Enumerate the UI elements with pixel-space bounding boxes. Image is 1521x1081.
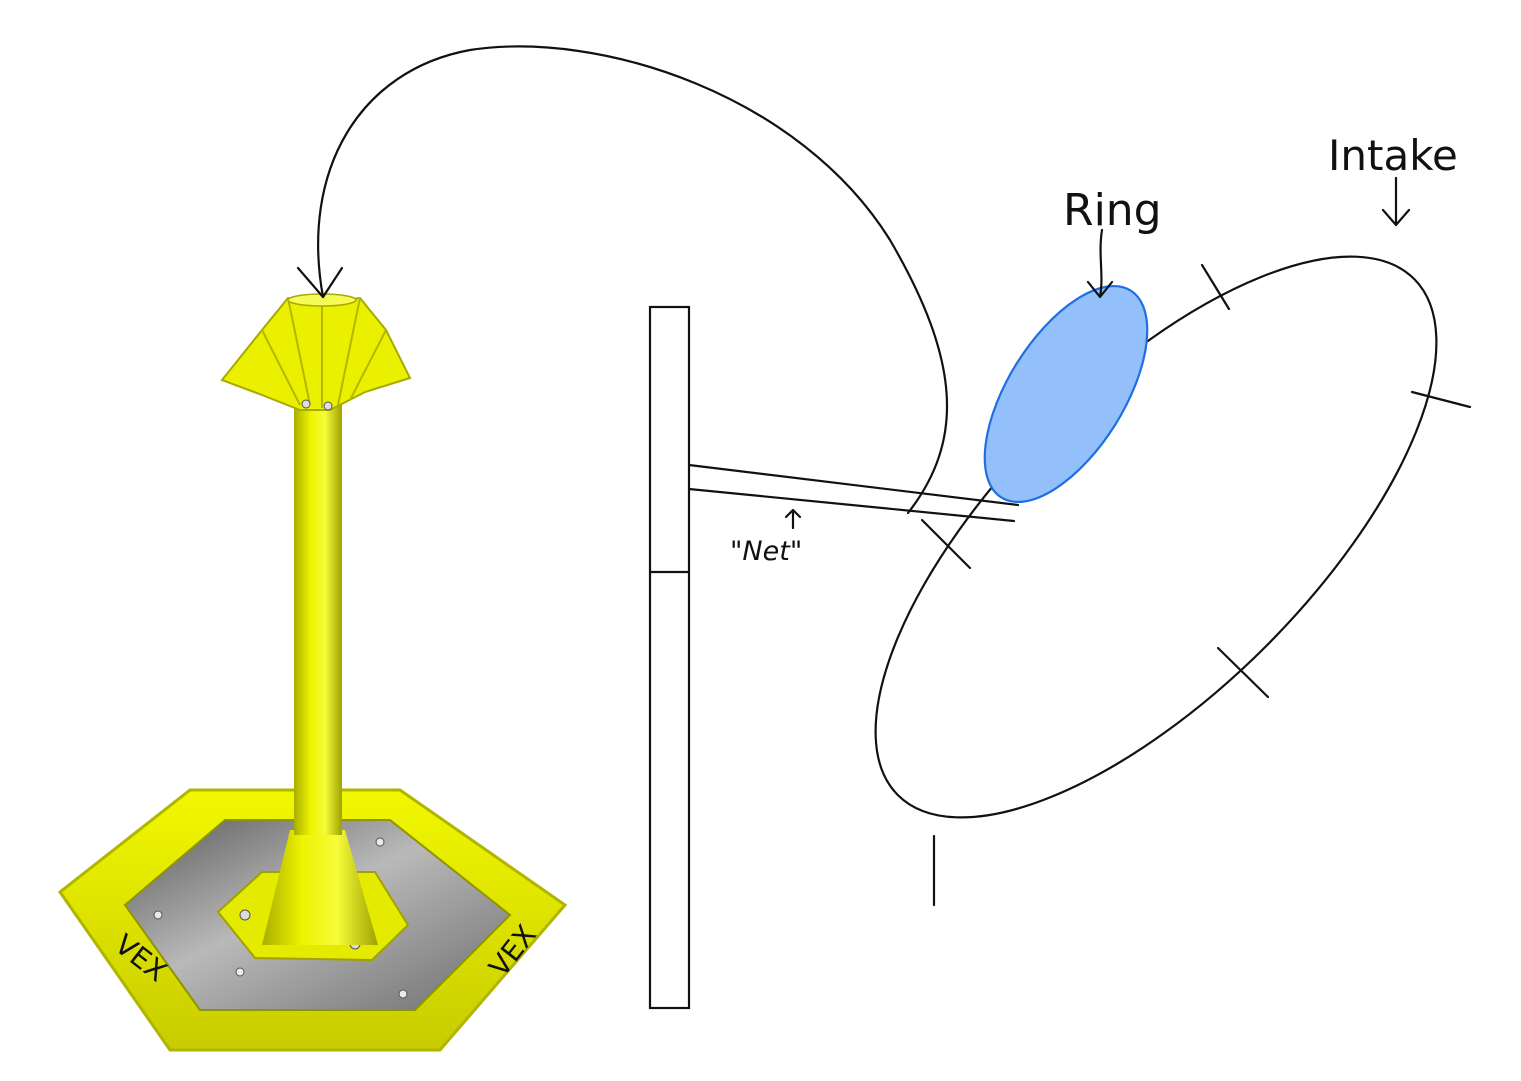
trajectory-arrowhead [296,266,344,299]
scoring-post: VEX VEX [57,293,568,1052]
post-pole [294,405,342,835]
net-lines [687,463,1020,523]
intake-arrow [1381,176,1411,227]
ring [983,284,1149,504]
net-arrow [784,508,802,530]
ring-arrow [1086,228,1114,299]
ring-label: Ring [1063,185,1162,236]
trajectory-arc [317,45,949,515]
plate-screws [153,837,408,999]
intake-wheel [874,255,1472,907]
net-label: "Net" [730,536,802,567]
vertical-wall [648,305,691,1010]
intake-label: Intake [1328,131,1458,180]
post-cone [262,830,378,945]
post-top-star [220,293,412,411]
